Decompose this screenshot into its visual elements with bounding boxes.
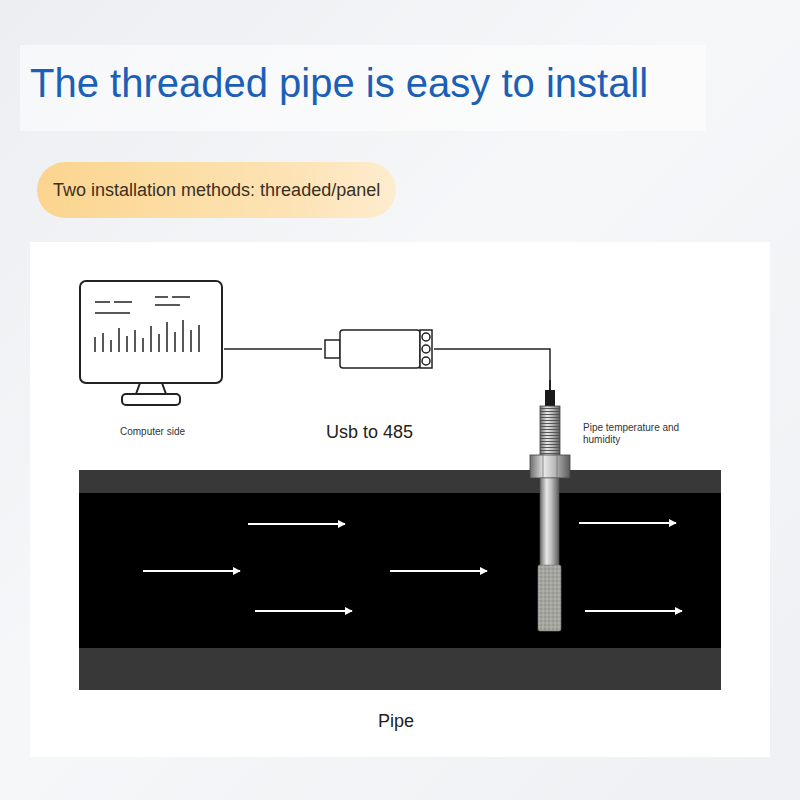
flow-arrow-part (248, 523, 345, 525)
sensor-probe-part (530, 455, 570, 478)
sensor-probe-part (545, 390, 555, 408)
usb-adapter-part (422, 357, 430, 365)
flow-arrow-part (579, 522, 676, 524)
node-label: Pipe temperature and humidity (583, 422, 701, 446)
computer-monitor (80, 281, 222, 405)
computer-monitor-part (136, 383, 166, 394)
usb-adapter-part (422, 345, 430, 353)
converter-node: Usb to 485 (322, 328, 434, 448)
sensor-probe-part (543, 455, 544, 478)
white-panel (30, 242, 770, 757)
node-label: Computer side (120, 426, 185, 437)
computer-monitor-part (122, 394, 180, 405)
usb-adapter-part (325, 340, 340, 358)
flow-arrow-part (255, 610, 352, 612)
computer-monitor-part (95, 297, 190, 313)
node-label: Usb to 485 (326, 422, 413, 443)
page-title: The threaded pipe is easy to install (30, 60, 648, 106)
title-panel (20, 45, 706, 131)
flow-arrow-part (390, 570, 487, 572)
computer-node: Computer side (78, 279, 224, 444)
computer-monitor-part (95, 320, 199, 352)
flow-arrow-part (585, 610, 682, 612)
usb-adapter-part (340, 330, 420, 368)
sensor-probe-part (540, 406, 560, 456)
node-label: Two installation methods: threaded/panel (53, 180, 380, 201)
white-panel-part (30, 242, 770, 757)
sensor-probe-part (538, 565, 561, 631)
flow-arrow-part (143, 570, 240, 572)
computer-monitor-part (80, 281, 222, 383)
usb-adapter (325, 330, 432, 368)
pipe-part (79, 470, 721, 690)
sensor-probe-part (557, 455, 558, 478)
sensor-node: Pipe temperature and humidity (528, 380, 708, 632)
usb-adapter-part (420, 330, 432, 368)
cable (224, 348, 322, 350)
title-panel-part (20, 45, 706, 131)
cable (434, 349, 550, 380)
pipe-part (79, 493, 721, 648)
sensor-probe-part (540, 478, 559, 566)
flow-arrow (143, 523, 682, 611)
sensor-probe (530, 380, 570, 631)
pipe (79, 470, 721, 690)
pipe-label: Pipe (378, 711, 414, 732)
usb-adapter-part (422, 333, 430, 341)
method-pill: Two installation methods: threaded/panel (37, 162, 396, 218)
